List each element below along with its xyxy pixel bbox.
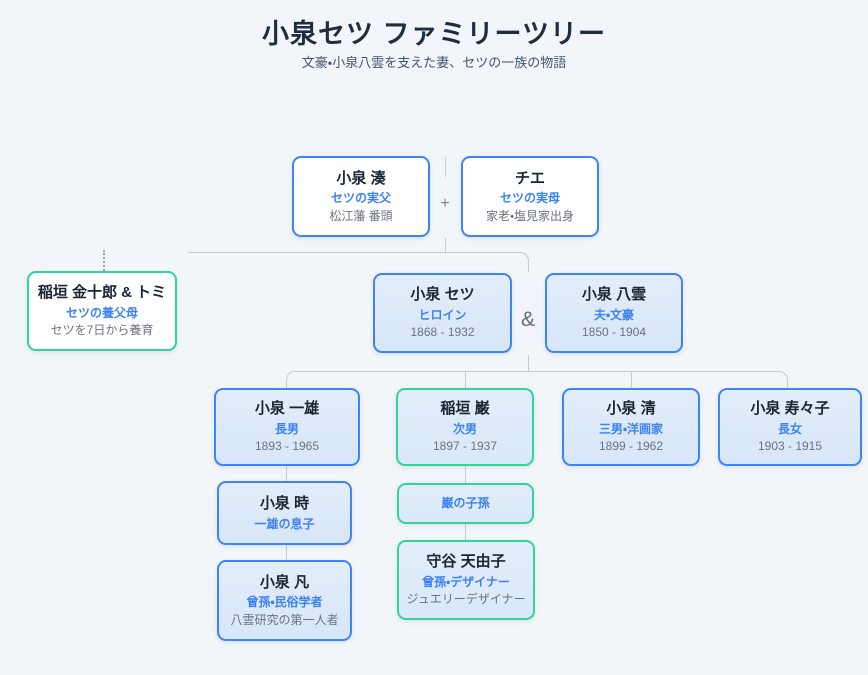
person-name: 小泉 清 <box>606 400 656 418</box>
node-inagaki-kinjuro-tomi: 稲垣 金十郎 & トミ セツの養父母 セツを7日から養育 <box>27 271 177 351</box>
person-role: 長女 <box>777 421 802 436</box>
person-role: 次男 <box>452 421 477 436</box>
connector-kazuo-to-toki <box>286 466 287 481</box>
person-name: 稲垣 金十郎 & トミ <box>37 284 167 302</box>
node-koizumi-setsu: 小泉 セツ ヒロイン 1868 - 1932 <box>373 273 512 353</box>
plus-symbol: + <box>440 195 450 212</box>
connector-descendants-to-moriya <box>465 524 466 540</box>
person-note: 八雲研究の第一人者 <box>230 612 339 627</box>
person-note: 松江藩 番頭 <box>329 208 393 223</box>
person-note: 1897 - 1937 <box>432 439 498 454</box>
person-note: 1899 - 1962 <box>598 439 664 454</box>
person-role: セツの養父母 <box>65 305 138 320</box>
person-role: 曾孫・民俗学者 <box>246 595 323 610</box>
node-moriya-ayuko: 守谷 天由子 曾孫・デザイナー ジュエリーデザイナー <box>397 540 535 620</box>
person-role: ヒロイン <box>418 307 467 322</box>
person-note: 家老・塩見家出身 <box>485 208 575 223</box>
person-role: セツの実父 <box>330 191 391 206</box>
ampersand-symbol: & <box>520 308 535 331</box>
node-koizumi-toki: 小泉 時 一雄の息子 <box>217 481 352 545</box>
connector-drop-kiyoshi <box>631 372 632 388</box>
page-title: 小泉セツ ファミリーツリー <box>262 19 606 49</box>
person-name: 稲垣 巌 <box>440 400 490 418</box>
person-note: 1850 - 1904 <box>581 325 647 340</box>
node-koizumi-bon: 小泉 凡 曾孫・民俗学者 八雲研究の第一人者 <box>217 560 352 641</box>
person-role: 夫・文豪 <box>593 307 635 322</box>
person-name: 小泉 凡 <box>259 573 310 591</box>
node-koizumi-yakumo: 小泉 八雲 夫・文豪 1850 - 1904 <box>545 273 683 353</box>
person-role: セツの実母 <box>499 191 560 206</box>
node-koizumi-suzuko: 小泉 寿々子 長女 1903 - 1915 <box>718 388 862 466</box>
person-name: 小泉 湊 <box>336 169 386 187</box>
person-name: チエ <box>514 169 545 187</box>
node-chie: チエ セツの実母 家老・塩見家出身 <box>461 156 599 237</box>
connector-parents-to-couple <box>188 252 529 272</box>
connector-adoption-dotted <box>103 250 105 271</box>
connector-drop-iwao <box>465 372 466 388</box>
person-note: 1903 - 1915 <box>757 439 823 454</box>
node-koizumi-minato: 小泉 湊 セツの実父 松江藩 番頭 <box>292 156 430 237</box>
person-note: 1893 - 1965 <box>254 439 320 454</box>
person-role: 一雄の息子 <box>254 516 315 531</box>
person-name: 小泉 一雄 <box>254 400 320 418</box>
connector-parents-gap-top <box>445 157 446 177</box>
person-name: 小泉 八雲 <box>581 286 647 304</box>
person-name: 小泉 時 <box>259 494 310 512</box>
connector-iwao-to-descendants <box>465 466 466 483</box>
node-inagaki-iwao: 稲垣 巌 次男 1897 - 1937 <box>396 388 534 466</box>
person-note: セツを7日から養育 <box>50 323 154 338</box>
person-note: 1868 - 1932 <box>410 325 475 340</box>
person-role: 曾孫・デザイナー <box>422 574 510 589</box>
person-role: 巌の子孫 <box>441 496 490 511</box>
node-koizumi-kazuo: 小泉 一雄 長男 1893 - 1965 <box>214 388 360 466</box>
person-name: 小泉 寿々子 <box>750 400 830 418</box>
page-subtitle: 文豪・小泉八雲を支えた妻、セツの一族の物語 <box>301 55 567 70</box>
node-koizumi-kiyoshi: 小泉 清 三男・洋画家 1899 - 1962 <box>562 388 700 466</box>
connector-parents-gap-bottom <box>445 238 446 252</box>
person-note: ジュエリーデザイナー <box>406 592 526 607</box>
person-role: 三男・洋画家 <box>598 421 664 436</box>
node-iwao-descendants: 巌の子孫 <box>397 483 534 524</box>
connector-couple-to-children <box>528 355 529 371</box>
person-name: 守谷 天由子 <box>426 553 506 571</box>
person-role: 長男 <box>274 421 299 436</box>
connector-children-rail <box>286 371 788 389</box>
connector-toki-to-bon <box>286 545 287 560</box>
person-name: 小泉 セツ <box>410 286 475 304</box>
